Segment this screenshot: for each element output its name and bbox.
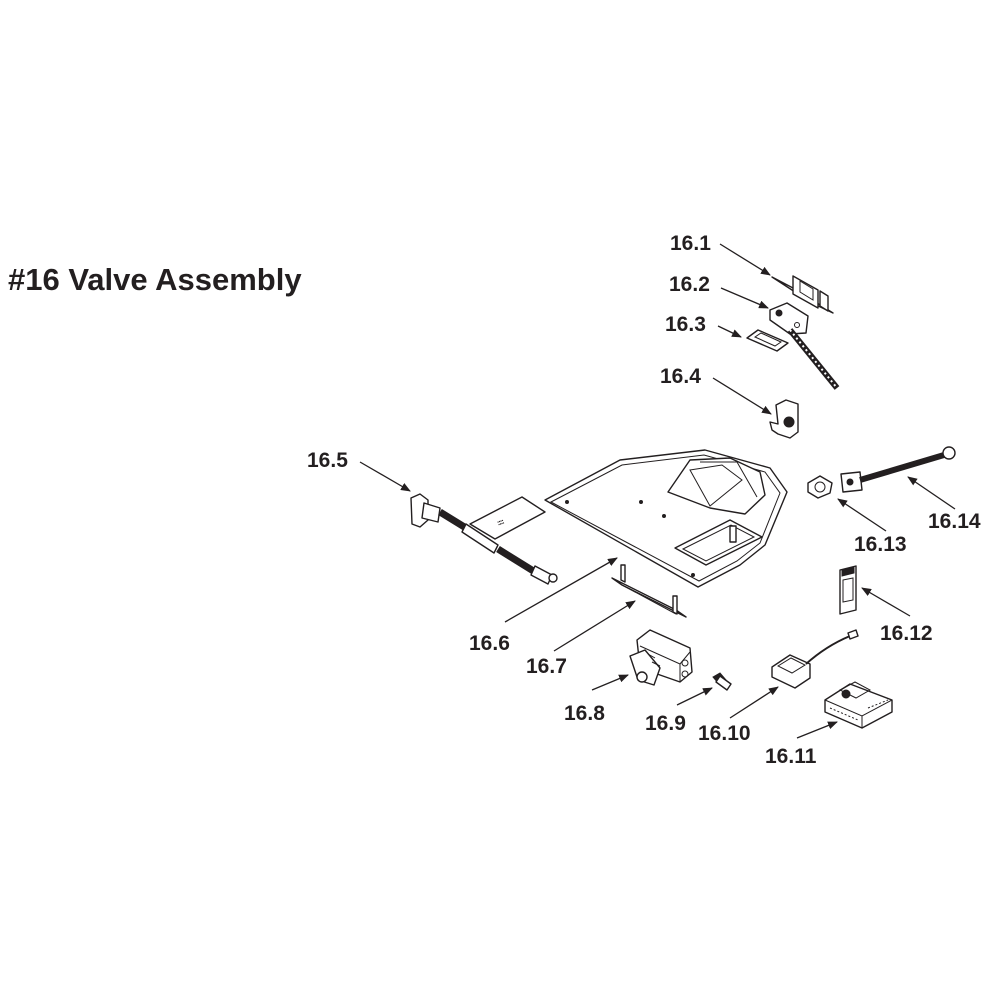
label-16-9: 16.9 xyxy=(645,712,686,735)
label-16-6: 16.6 xyxy=(469,632,510,655)
label-16-8: 16.8 xyxy=(564,702,605,725)
label-16-2: 16.2 xyxy=(669,273,710,296)
label-16-3: 16.3 xyxy=(665,313,706,336)
label-16-14: 16.14 xyxy=(928,510,981,533)
part-16-11-control-board xyxy=(824,681,893,729)
label-16-7: 16.7 xyxy=(526,655,567,678)
part-16-3-plate xyxy=(746,329,789,352)
part-16-14-flange-tube xyxy=(840,446,956,493)
part-16-4-clip xyxy=(769,399,799,439)
label-16-5: 16.5 xyxy=(307,449,348,472)
part-16-12-bracket xyxy=(839,565,857,615)
label-16-4: 16.4 xyxy=(660,365,701,388)
part-16-5-hose-assembly: ⁞⁞ xyxy=(410,493,558,585)
part-16-9-fitting xyxy=(712,672,732,691)
part-16-7-angle-bracket xyxy=(611,564,687,618)
part-16-10-control-module xyxy=(771,629,859,689)
diagram-title: #16 Valve Assembly xyxy=(8,262,302,297)
label-16-12: 16.12 xyxy=(880,622,933,645)
part-16-13-gasket xyxy=(807,475,833,499)
part-16-6-base-plate xyxy=(544,449,788,588)
label-16-10: 16.10 xyxy=(698,722,751,745)
part-16-8-gas-valve xyxy=(629,629,693,686)
part-16-1-bracket xyxy=(771,275,834,314)
part-16-2-switch-harness xyxy=(769,302,840,390)
label-16-13: 16.13 xyxy=(854,533,907,556)
label-16-11: 16.11 xyxy=(765,745,817,768)
svg-text:⁞⁞: ⁞⁞ xyxy=(495,519,505,527)
label-16-1: 16.1 xyxy=(670,232,711,255)
